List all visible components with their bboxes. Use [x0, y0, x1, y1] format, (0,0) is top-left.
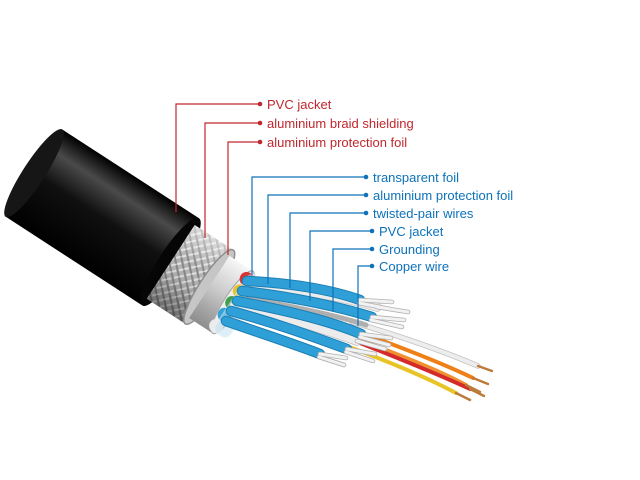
leader-transparent-foil [251, 176, 364, 275]
wire-bundle [220, 275, 494, 402]
white-wire [350, 320, 480, 368]
leader-lines-inner [251, 176, 370, 326]
protection-foil-layer [189, 255, 253, 334]
label-aluminium-protection-foil-inner: aluminium protection foil [373, 188, 514, 203]
pair-tip-wires [317, 298, 410, 367]
label-grounding: Grounding [379, 242, 440, 257]
leader-pvc-jacket-outer [175, 103, 258, 212]
leader-pvc-jacket-inner [309, 230, 370, 301]
braid-shade [146, 224, 234, 324]
leader-copper-wire [357, 265, 370, 326]
leader-bullets-outer [257, 101, 263, 145]
label-transparent-foil: transparent foil [373, 170, 459, 185]
label-aluminium-braid-shielding: aluminium braid shielding [267, 116, 414, 131]
leader-protection-foil-outer [227, 141, 258, 255]
leader-protection-foil-inner [267, 194, 364, 284]
leader-braid-shielding [204, 122, 258, 238]
leader-bullets-inner [363, 174, 375, 269]
leader-lines-outer [175, 103, 258, 255]
white-pair-2 [230, 302, 361, 345]
copper-wire-tips [454, 364, 494, 402]
leader-grounding [332, 248, 370, 311]
label-copper-wire: Copper wire [379, 259, 450, 274]
pvc-jacket-layer [4, 128, 200, 306]
label-pvc-jacket-outer: PVC jacket [267, 97, 332, 112]
leader-twisted-pair-wires [289, 212, 364, 288]
label-aluminium-protection-foil-outer: aluminium protection foil [267, 135, 408, 150]
cable-end-cap [4, 129, 64, 218]
label-twisted-pair-wires: twisted-pair wires [373, 206, 474, 221]
label-pvc-jacket-inner: PVC jacket [379, 224, 444, 239]
